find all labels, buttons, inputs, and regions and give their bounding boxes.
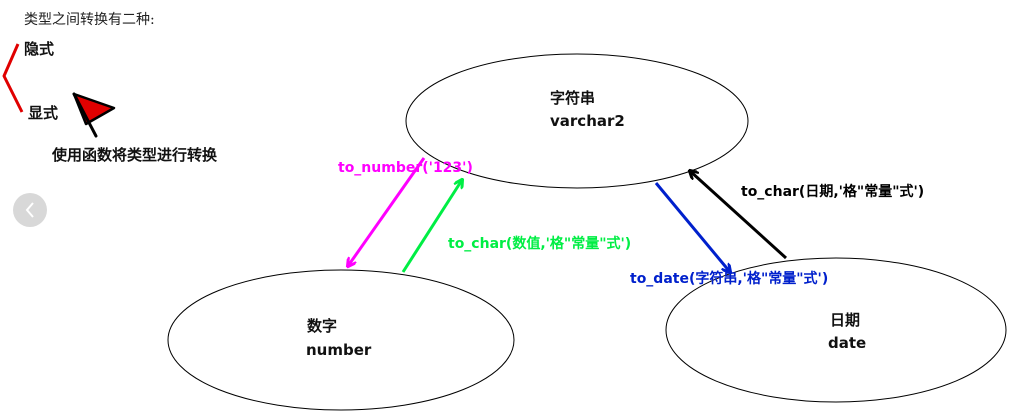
diagram-heading: 类型之间转换有二种: (24, 11, 155, 28)
to-number-label: to_number('123') (338, 160, 473, 176)
node-string-type: varchar2 (550, 112, 625, 130)
explicit-conversion-note: 使用函数将类型进行转换 (51, 146, 218, 164)
arrow-to-date (654, 182, 730, 272)
node-date-type: date (828, 334, 866, 352)
arrow-to-number (348, 157, 426, 266)
arrow-date-to-char (690, 171, 788, 260)
conversion-type-bracket (2, 43, 24, 113)
date-to-char-label: to_char(日期,'格"常量"式') (741, 183, 924, 200)
node-string-name: 字符串 (550, 89, 595, 107)
node-number: 数字 number (167, 269, 515, 411)
red-flag-icon (72, 92, 116, 138)
number-to-char-label: to_char(数值,'格"常量"式') (448, 235, 631, 252)
previous-button[interactable] (13, 193, 47, 227)
node-number-name: 数字 (307, 317, 337, 335)
node-string: 字符串 varchar2 (405, 53, 749, 189)
chevron-left-icon (25, 202, 34, 218)
node-number-type: number (306, 341, 372, 359)
to-date-label: to_date(字符串,'格"常量"式') (630, 270, 828, 287)
node-date-name: 日期 (830, 311, 860, 329)
explicit-conversion-label: 显式 (28, 104, 58, 122)
node-date: 日期 date (665, 257, 1007, 403)
implicit-conversion-label: 隐式 (24, 40, 54, 58)
arrow-number-to-char (401, 180, 462, 273)
